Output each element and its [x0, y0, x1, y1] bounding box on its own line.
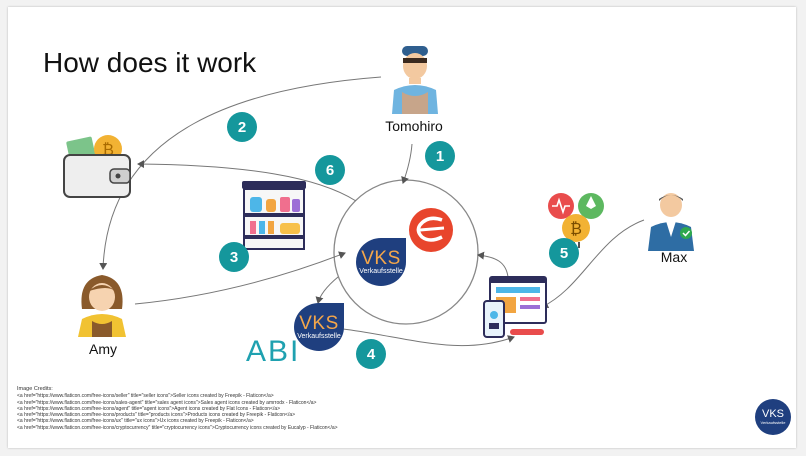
arrow-platform-to-vks — [315, 276, 339, 304]
step-badge-4: 4 — [356, 339, 386, 369]
sales-agent-icon — [78, 275, 126, 337]
credits-line: <a href="https://www.flaticon.com/free-i… — [17, 399, 317, 406]
arrow-tomohiro-to-amy — [99, 76, 382, 270]
abi-logo-text: ABI — [246, 335, 301, 361]
red-brand-logo-icon — [409, 208, 453, 252]
products-icon — [242, 181, 306, 250]
vks-logo-subtext: Verkaufsstelle — [359, 267, 403, 275]
vks-logo-subtext: Verkaufsstelle — [297, 332, 341, 340]
arrow-amy-to-platform — [134, 251, 346, 305]
wallet-icon: ₿ — [63, 135, 131, 198]
svg-text:₿: ₿ — [102, 140, 114, 159]
credits-line: <a href="https://www.flaticon.com/free-i… — [17, 405, 281, 412]
flow-arrows — [99, 76, 645, 347]
credits-line: <a href="https://www.flaticon.com/free-i… — [17, 412, 296, 419]
arrow-vks-to-app — [342, 328, 515, 347]
vks-corner-logo-subtext: Verkaufsstelle — [760, 420, 786, 425]
ux-app-icon — [483, 276, 547, 338]
vks-logo-text: VKS — [361, 247, 401, 269]
credits-line: <a href="https://www.flaticon.com/free-i… — [17, 424, 338, 431]
agent-icon — [648, 193, 694, 251]
actor-tomohiro-label: Tomohiro — [385, 118, 443, 134]
vks-logo-center: VKS Verkaufsstelle — [356, 238, 406, 286]
credits-line: <a href="https://www.flaticon.com/free-i… — [17, 393, 274, 400]
cryptocurrency-icon: ₿ — [548, 193, 604, 248]
step-badge-5: 5 — [549, 238, 579, 268]
step-badge-2: 2 — [227, 112, 257, 142]
vks-logo-lower: VKS Verkaufsstelle — [294, 303, 344, 351]
image-credits: Image Credits: <a href="https://www.flat… — [17, 386, 338, 431]
arrow-platform-to-wallet — [137, 160, 357, 202]
page-title: How does it work — [43, 47, 257, 78]
arrow-max-to-app — [541, 219, 645, 308]
arrow-app-to-platform — [477, 251, 509, 278]
actor-amy-label: Amy — [89, 341, 117, 357]
vks-logo-text: VKS — [299, 312, 339, 334]
step-badge-3: 3 — [219, 242, 249, 272]
central-platform-circle — [333, 179, 479, 325]
step-badge-1: 1 — [425, 141, 455, 171]
slide: How does it work Tomohiro Amy Max ₿ — [8, 7, 796, 448]
arrow-tomohiro-to-platform — [401, 143, 413, 184]
credits-heading: Image Credits: — [17, 386, 53, 392]
credits-line: <a href="https://www.flaticon.com/free-i… — [17, 418, 254, 425]
step-badge-6: 6 — [315, 155, 345, 185]
actor-max-label: Max — [660, 249, 688, 265]
vks-corner-logo: VKS Verkaufsstelle — [755, 399, 791, 435]
seller-icon — [392, 46, 438, 114]
svg-text:₿: ₿ — [570, 219, 582, 238]
vks-corner-logo-text: VKS — [761, 408, 784, 420]
